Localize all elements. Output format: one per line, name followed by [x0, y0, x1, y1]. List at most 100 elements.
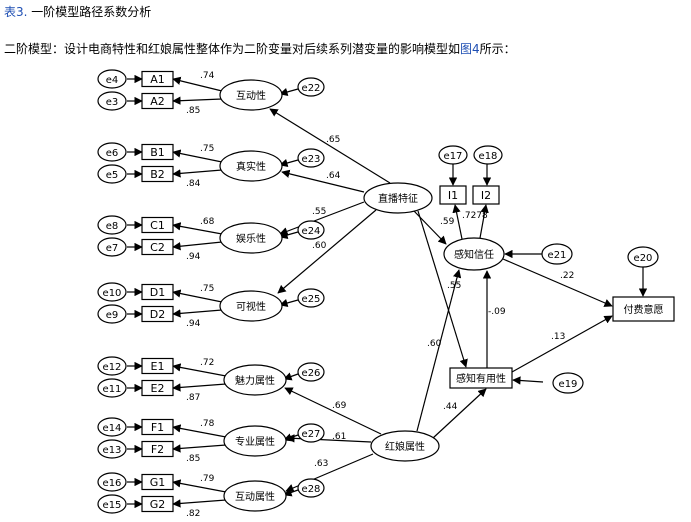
coef-hn-yy: .44 — [443, 402, 458, 412]
svg-text:e18: e18 — [479, 151, 498, 162]
svg-text:e16: e16 — [103, 478, 122, 489]
svg-text:可视性: 可视性 — [236, 300, 266, 313]
svg-text:e3: e3 — [106, 97, 119, 108]
svg-text:e20: e20 — [634, 253, 653, 264]
coef-D2: .94 — [186, 319, 201, 329]
latent-visibility: 可视性 — [219, 290, 283, 322]
error-e14: e14 — [97, 417, 127, 437]
svg-text:e8: e8 — [106, 221, 119, 232]
error-e13: e13 — [97, 439, 127, 459]
svg-text:e6: e6 — [106, 148, 119, 159]
svg-text:A1: A1 — [150, 73, 165, 86]
svg-text:直播特征: 直播特征 — [378, 192, 418, 205]
indicator-C1: C1 — [141, 216, 174, 234]
svg-text:E1: E1 — [151, 360, 165, 373]
coef-G2: .82 — [186, 509, 200, 519]
coef-G1: .79 — [200, 474, 215, 484]
path-zb-ks — [277, 209, 377, 294]
svg-text:F1: F1 — [151, 421, 164, 434]
indicator-G2: G2 — [141, 495, 174, 513]
caption-text: 一阶模型路径系数分析 — [31, 5, 152, 19]
path-e22-hd — [279, 87, 299, 97]
error-e6: e6 — [97, 142, 127, 162]
error-e12: e12 — [97, 356, 127, 376]
svg-text:A2: A2 — [150, 95, 165, 108]
path-e24-yl — [279, 230, 299, 240]
coef-F2: .85 — [186, 454, 200, 464]
svg-text:e26: e26 — [302, 368, 321, 379]
path-yl-C2 — [172, 241, 223, 251]
svg-text:感知有用性: 感知有用性 — [456, 372, 506, 385]
svg-text:e25: e25 — [302, 294, 321, 305]
svg-text:E2: E2 — [151, 382, 165, 395]
path-zy-F2 — [172, 444, 227, 453]
svg-text:e10: e10 — [103, 288, 122, 299]
coef-hn-ml: .69 — [332, 401, 347, 411]
svg-text:B2: B2 — [150, 168, 165, 181]
path-hd2-G1 — [172, 479, 227, 493]
svg-text:D1: D1 — [150, 286, 165, 299]
latent-entertainment: 娱乐性 — [219, 222, 283, 254]
indicator-A2: A2 — [141, 92, 174, 110]
coef-B1: .75 — [200, 144, 214, 154]
path-zb-yl — [279, 201, 365, 236]
construct-perceived-usefulness: 感知有用性 — [449, 367, 513, 389]
svg-text:e12: e12 — [103, 362, 122, 373]
coef-A2: .85 — [186, 106, 200, 116]
error-e11: e11 — [97, 378, 127, 398]
svg-text:e17: e17 — [444, 151, 463, 162]
path-hn-xr — [416, 269, 462, 432]
error-e25: e25 — [297, 288, 325, 308]
indicator-A1: A1 — [141, 70, 174, 88]
svg-text:e4: e4 — [106, 75, 119, 86]
svg-text:e24: e24 — [302, 226, 321, 237]
path-zb-yy — [417, 210, 468, 368]
svg-text:e21: e21 — [548, 250, 567, 261]
error-e21: e21 — [541, 243, 573, 265]
intro-paragraph: 二阶模型：设计电商特性和红娘属性整体作为二阶变量对后续系列潜变量的影响模型如图4… — [4, 40, 516, 57]
figure-ref-link[interactable]: 图4 — [460, 42, 480, 56]
svg-text:I2: I2 — [481, 189, 491, 202]
svg-text:e7: e7 — [106, 243, 119, 254]
error-e18: e18 — [473, 145, 503, 165]
svg-text:e23: e23 — [302, 154, 321, 165]
indicator-G1: G1 — [141, 473, 174, 491]
svg-text:e13: e13 — [103, 445, 122, 456]
latent-authenticity: 真实性 — [219, 150, 283, 182]
error-e4: e4 — [97, 69, 127, 89]
coef-zb-hd: .65 — [326, 135, 340, 145]
svg-text:B1: B1 — [150, 146, 165, 159]
path-hd2-G2 — [172, 499, 227, 508]
latent-interactive-attribute: 互动属性 — [223, 480, 287, 512]
coef-zb-xr: .59 — [440, 217, 455, 227]
svg-text:e19: e19 — [559, 379, 578, 390]
svg-text:G1: G1 — [150, 476, 166, 489]
coef-xr-ff: .22 — [560, 271, 574, 281]
error-e5: e5 — [97, 164, 127, 184]
coef-F1: .78 — [200, 419, 215, 429]
latent-perceived-trust: 感知信任 — [443, 237, 505, 271]
path-ml-E1 — [172, 363, 227, 377]
svg-text:I1: I1 — [448, 189, 458, 202]
path-zs-B2 — [172, 169, 223, 178]
svg-text:感知信任: 感知信任 — [454, 248, 494, 261]
second-order-livestream-features: 直播特征 — [363, 182, 433, 214]
svg-text:付费意愿: 付费意愿 — [624, 303, 664, 316]
svg-text:娱乐性: 娱乐性 — [236, 232, 266, 245]
svg-text:魅力属性: 魅力属性 — [235, 374, 275, 387]
intro-text: 二阶模型：设计电商特性和红娘属性整体作为二阶变量对后续系列潜变量的影响模型如 — [4, 42, 461, 56]
coef-D1: .75 — [200, 284, 214, 294]
svg-text:D2: D2 — [150, 308, 165, 321]
second-order-matchmaker-attributes: 红娘属性 — [370, 430, 440, 462]
indicator-D2: D2 — [141, 305, 174, 323]
coef-zb-yy: .55 — [447, 281, 461, 291]
error-e23: e23 — [297, 148, 325, 168]
path-hd-A2 — [172, 96, 223, 105]
coef-yy-ff: .13 — [551, 332, 565, 342]
coef-hn-xr: .60 — [427, 339, 442, 349]
indicator-C2: C2 — [141, 238, 174, 256]
svg-text:真实性: 真实性 — [236, 160, 266, 173]
latent-professional-attribute: 专业属性 — [223, 425, 287, 457]
path-zs-B1 — [172, 149, 223, 163]
